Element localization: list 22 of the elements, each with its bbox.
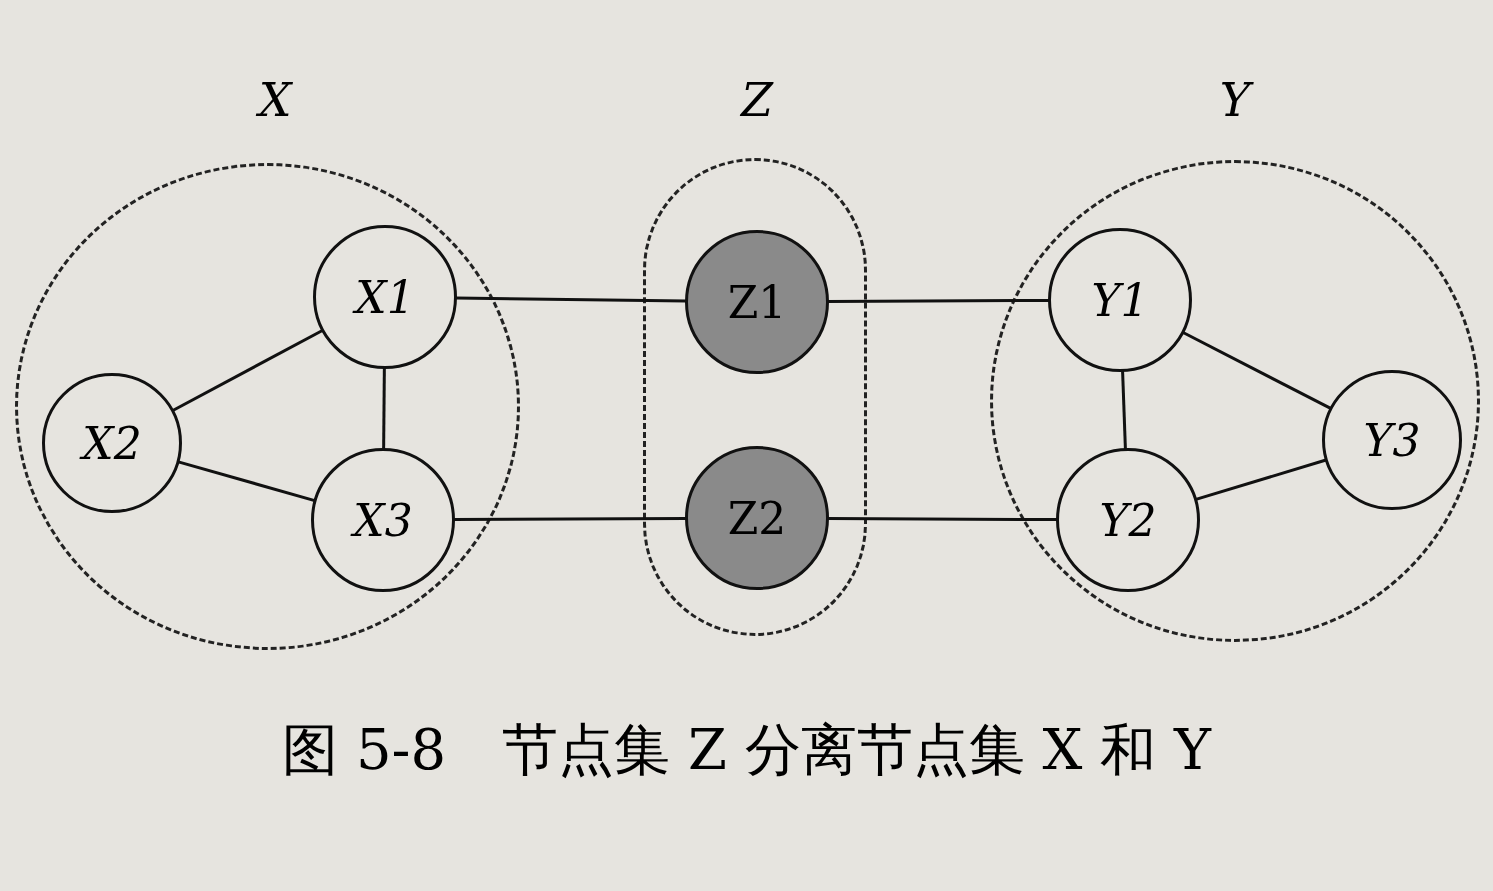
connector-line [828,516,1057,522]
node-circle: Y1 [1048,228,1192,372]
group-label: X [255,75,294,125]
connector-line [172,329,324,412]
connector-line [455,296,687,303]
connector-line [1182,331,1332,410]
group-label: Y [1205,75,1265,125]
group-label: Z [739,75,775,125]
node-circle: Z2 [685,446,829,590]
connector-line [1195,458,1327,501]
node-circle: X3 [311,448,455,592]
connector-line [454,516,686,522]
node-circle: Y3 [1322,370,1462,510]
node-circle: X2 [42,373,182,513]
node-circle: Z1 [685,230,829,374]
figure-caption: 图 5-8 节点集 Z 分离节点集 X 和 Y [281,716,1213,784]
connector-line [382,368,386,449]
connector-line [177,460,316,503]
connector-line [828,298,1049,304]
node-circle: X1 [313,225,457,369]
node-circle: Y2 [1056,448,1200,592]
connector-line [1121,370,1127,450]
